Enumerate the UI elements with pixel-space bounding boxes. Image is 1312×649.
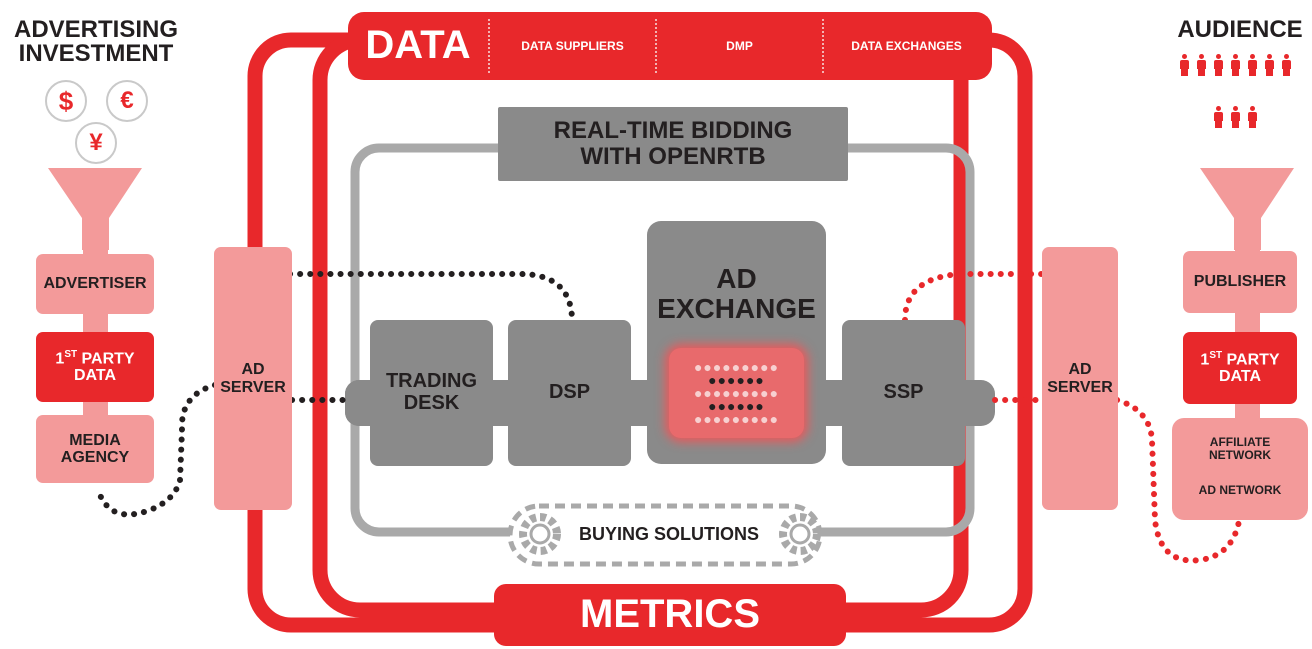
person-icon [1214, 106, 1223, 128]
gear-icon [519, 513, 561, 555]
dollar-symbol: $ [58, 85, 74, 116]
left-ad-server: AD SERVER [214, 247, 292, 510]
data-divider [488, 19, 490, 73]
ad-exchange-title: AD EXCHANGE [657, 262, 816, 324]
exchange-dot-matrix: ●●●●●●●●● ●●●●●● ●●●●●●●●● ●●●●●● ●●●●●●… [669, 348, 804, 438]
person-icon [1180, 54, 1189, 76]
adserver-dsp-connector [287, 271, 575, 321]
ad-network-label: AD NETWORK [1198, 482, 1282, 497]
adserver-network-connector [1114, 397, 1243, 564]
connector-left-cap [345, 380, 375, 426]
dmp: DMP [726, 38, 753, 53]
rtb-header: REAL-TIME BIDDING WITH OPENRTB [498, 107, 848, 181]
trading-desk-box: TRADING DESK [370, 320, 493, 466]
dot-row: ●●●●●●●●● [693, 411, 780, 427]
person-icon [1248, 106, 1257, 128]
right-ad-server: AD SERVER [1042, 247, 1118, 510]
first-party-data-box: 1ST PARTY DATA [36, 332, 154, 402]
person-icon [1248, 54, 1257, 76]
person-icon [1231, 106, 1240, 128]
ssp-adserver-connector [902, 271, 1045, 323]
euro-symbol: € [120, 87, 134, 115]
advertiser-box: ADVERTISER [36, 254, 154, 314]
dsp-box: DSP [508, 320, 631, 466]
buying-solutions-label: BUYING SOLUTIONS [578, 524, 759, 545]
data-divider [655, 19, 657, 73]
coin-icon [45, 80, 87, 122]
data-divider [822, 19, 824, 73]
data-bar: DATA DATA SUPPLIERS DMP DATA EXCHANGES [348, 12, 992, 80]
dot-row: ●●●●●●●●● [693, 385, 780, 401]
left-funnel-icon [48, 168, 142, 250]
data-title: DATA [365, 23, 471, 68]
publisher-box: PUBLISHER [1183, 251, 1297, 313]
data-exchanges: DATA EXCHANGES [851, 38, 962, 53]
person-icon [1265, 54, 1274, 76]
person-icon [1197, 54, 1206, 76]
yen-symbol: ¥ [89, 129, 103, 157]
dot-row: ●●●●●● [708, 398, 765, 414]
right-funnel-icon [1200, 168, 1294, 250]
audience-people [1180, 54, 1300, 154]
media-agency-box: MEDIA AGENCY [36, 415, 154, 483]
ad-exchange-box: AD EXCHANGE ●●●●●●●●● ●●●●●● ●●●●●●●●● ●… [647, 221, 826, 464]
network-box: AFFILIATE NETWORK AD NETWORK [1172, 418, 1308, 520]
right-first-party-data-box: 1ST PARTY DATA [1183, 332, 1297, 404]
ssp-box: SSP [842, 320, 965, 466]
metrics-bar: METRICS [494, 584, 846, 646]
gear-icon [779, 513, 821, 555]
audience-heading: AUDIENCE [1177, 16, 1303, 44]
person-icon [1214, 54, 1223, 76]
coin-icon [106, 80, 148, 122]
agency-adserver-connector [95, 382, 218, 518]
coin-icon [75, 122, 117, 164]
affiliate-network-label: AFFILIATE NETWORK [1209, 435, 1271, 462]
advertising-heading: ADVERTISING INVESTMENT [13, 15, 178, 67]
data-suppliers: DATA SUPPLIERS [521, 38, 624, 53]
person-icon [1231, 54, 1240, 76]
dot-row: ●●●●●●●●● [693, 359, 780, 375]
person-icon [1282, 54, 1291, 76]
dot-row: ●●●●●● [708, 372, 765, 388]
